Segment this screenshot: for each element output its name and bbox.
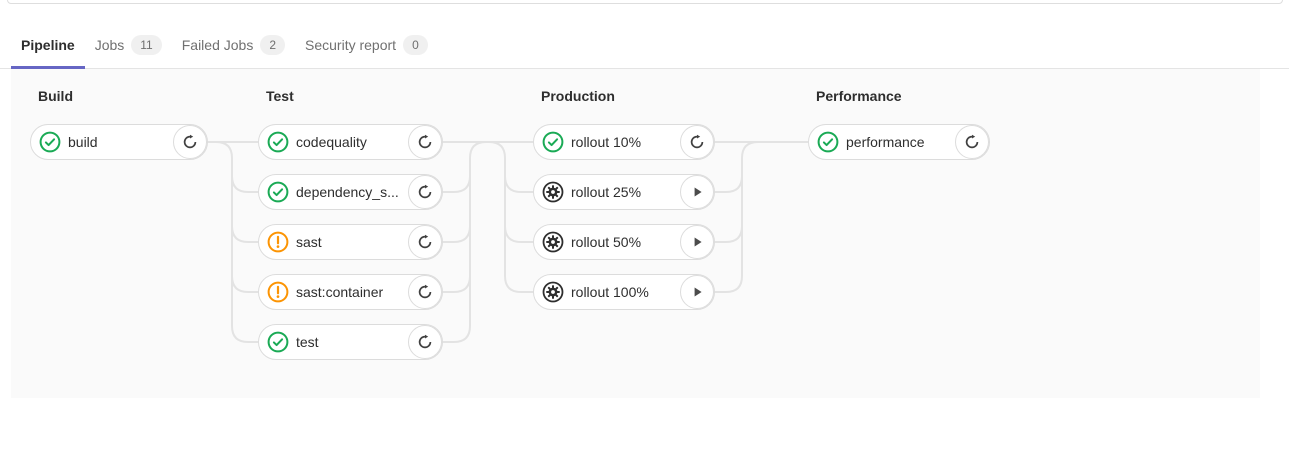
status-warning-icon [267,281,289,303]
retry-button[interactable] [173,125,207,159]
retry-button[interactable] [408,325,442,359]
job-name: sast [296,234,322,250]
cutoff-panel-bottom-edge [7,0,1283,4]
stage-title: Performance [816,88,902,104]
status-warning-icon [267,231,289,253]
job-name: rollout 50% [571,234,642,250]
tab-jobs-label: Jobs [94,37,125,53]
jobs-count-badge: 11 [131,35,162,55]
play-icon [689,284,705,300]
stage-production: Production rollout 10% rollout 25% rollo… [533,88,715,310]
job-test[interactable]: test [258,324,443,360]
pipeline-tabs: Pipeline Jobs 11 Failed Jobs 2 Security … [0,24,1289,69]
play-button[interactable] [680,225,714,259]
retry-icon [417,134,433,150]
stage-title: Build [38,88,73,104]
tab-failed-jobs[interactable]: Failed Jobs 2 [172,24,295,69]
job-name: dependency_s... [296,184,399,200]
play-icon [689,234,705,250]
stage-title: Test [266,88,294,104]
status-manual-gear-icon [542,181,564,203]
job-dependency-scanning[interactable]: dependency_s... [258,174,443,210]
retry-icon [417,284,433,300]
status-manual-gear-icon [542,231,564,253]
job-build[interactable]: build [30,124,208,160]
play-button[interactable] [680,175,714,209]
retry-icon [689,134,705,150]
status-success-icon [267,131,289,153]
job-name: rollout 25% [571,184,642,200]
status-success-icon [817,131,839,153]
job-rollout-10[interactable]: rollout 10% [533,124,715,160]
retry-icon [417,334,433,350]
tab-failed-jobs-label: Failed Jobs [181,37,254,53]
job-name: rollout 10% [571,134,642,150]
retry-button[interactable] [955,125,989,159]
status-success-icon [267,181,289,203]
job-rollout-100[interactable]: rollout 100% [533,274,715,310]
stage-build: Build build [30,88,208,160]
security-report-count-badge: 0 [403,35,428,55]
stage-test: Test codequality dependency_s... sast sa… [258,88,443,360]
job-name: build [68,134,98,150]
job-name: performance [846,134,925,150]
stage-title: Production [541,88,615,104]
job-name: test [296,334,319,350]
job-performance[interactable]: performance [808,124,990,160]
tab-jobs[interactable]: Jobs 11 [85,24,172,69]
retry-button[interactable] [408,175,442,209]
job-rollout-25[interactable]: rollout 25% [533,174,715,210]
job-name: codequality [296,134,367,150]
retry-button[interactable] [408,125,442,159]
tab-security-report-label: Security report [305,37,397,53]
stage-performance: Performance performance [808,88,990,160]
retry-button[interactable] [408,225,442,259]
tab-pipeline-label: Pipeline [21,37,75,53]
job-sast-container[interactable]: sast:container [258,274,443,310]
retry-button[interactable] [408,275,442,309]
job-name: sast:container [296,284,384,300]
status-success-icon [267,331,289,353]
status-success-icon [39,131,61,153]
play-button[interactable] [680,275,714,309]
retry-icon [417,234,433,250]
status-success-icon [542,131,564,153]
job-rollout-50[interactable]: rollout 50% [533,224,715,260]
job-sast[interactable]: sast [258,224,443,260]
retry-icon [964,134,980,150]
retry-icon [417,184,433,200]
job-codequality[interactable]: codequality [258,124,443,160]
retry-button[interactable] [680,125,714,159]
failed-jobs-count-badge: 2 [260,35,286,55]
tab-pipeline[interactable]: Pipeline [11,24,85,69]
tab-security-report[interactable]: Security report 0 [295,24,438,69]
job-name: rollout 100% [571,284,649,300]
status-manual-gear-icon [542,281,564,303]
retry-icon [182,134,198,150]
play-icon [689,184,705,200]
